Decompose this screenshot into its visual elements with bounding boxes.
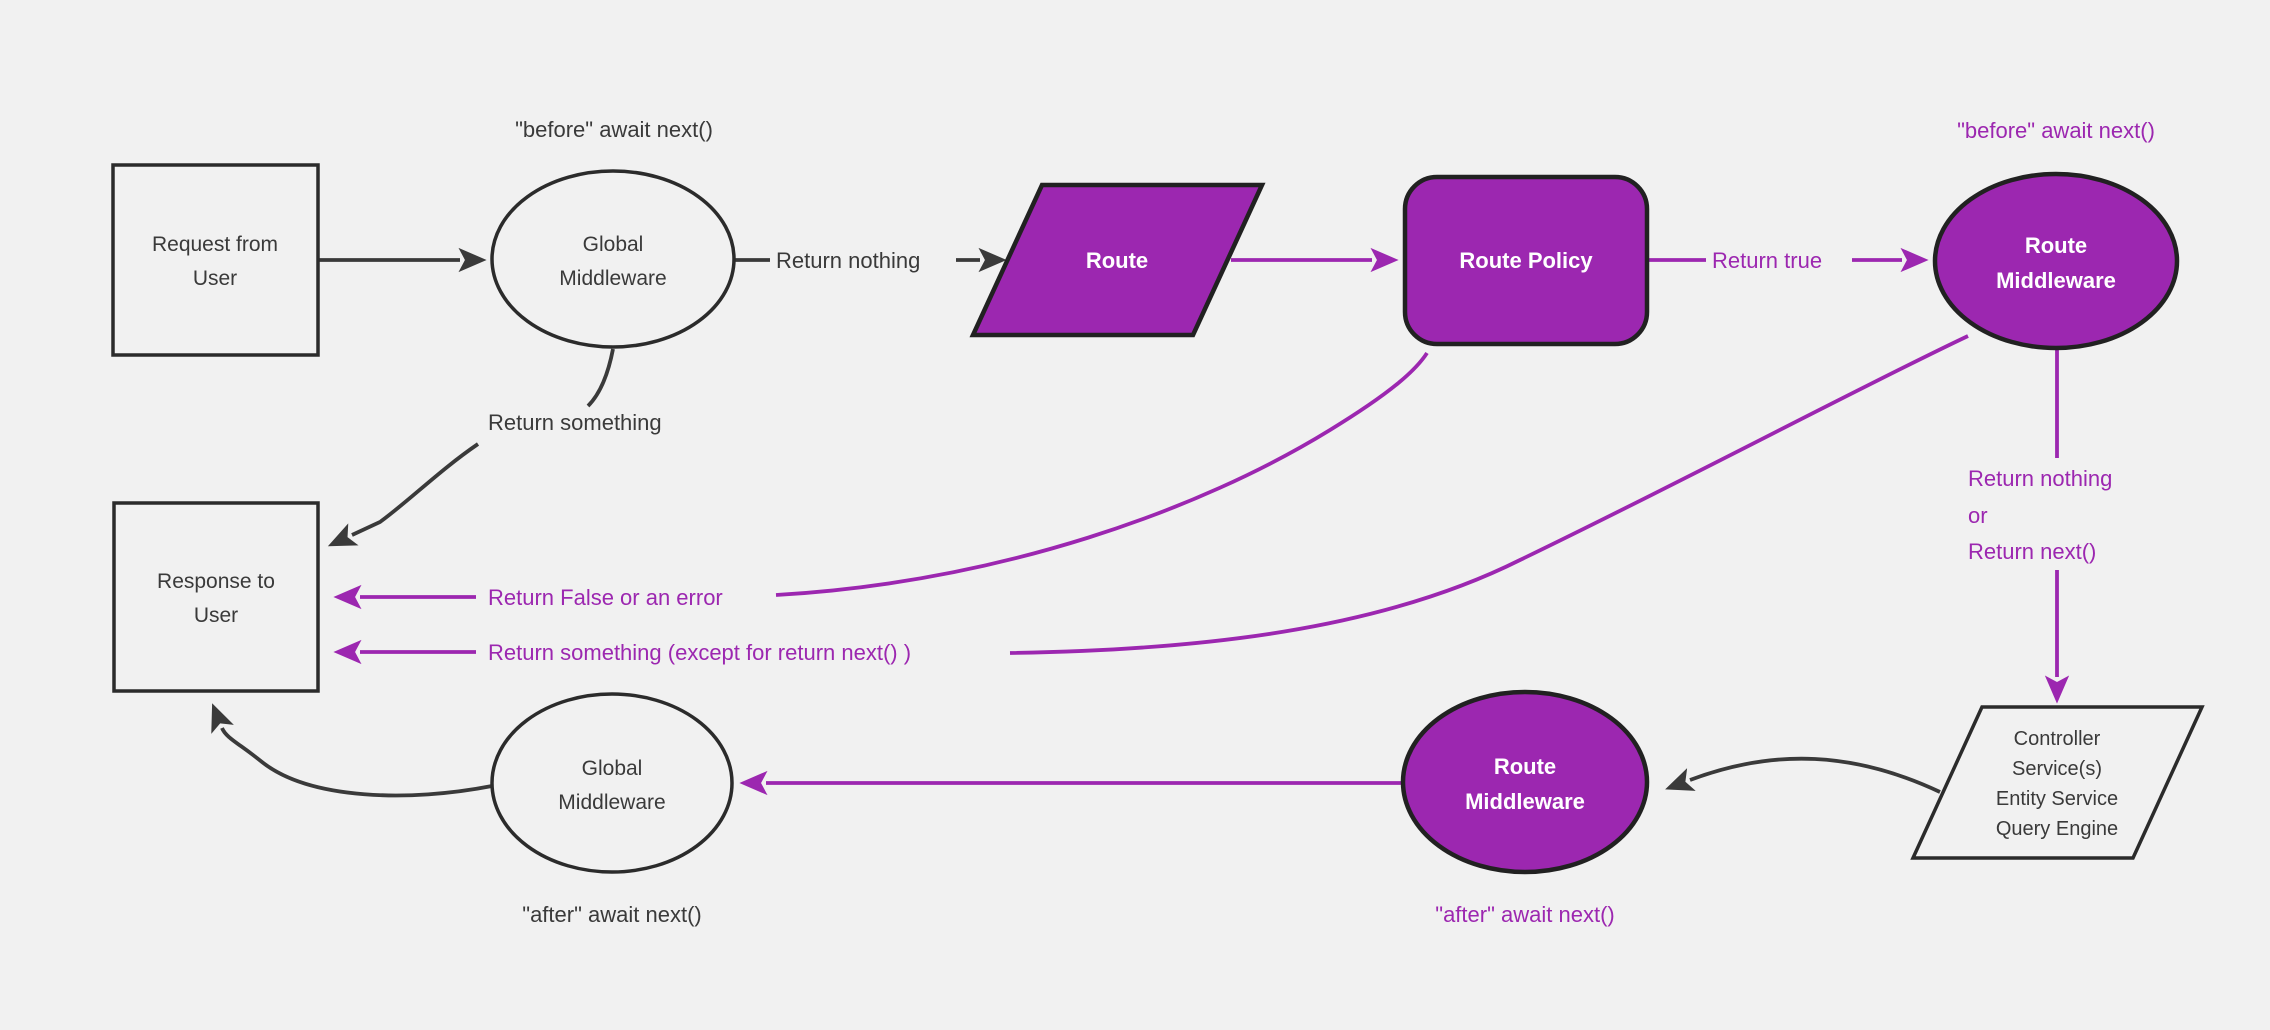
- return-nothing-or-label-line2: or: [1968, 503, 1988, 528]
- response-to-user-node: Response to User: [112, 501, 320, 693]
- route-middleware-top-node: Route Middleware: [1932, 171, 2180, 351]
- route-label: Route: [1086, 248, 1148, 273]
- controller-label-line3: Entity Service: [1996, 788, 2118, 810]
- global-middleware-bottom-label-line2: Middleware: [558, 791, 665, 814]
- before-await-right-label: "before" await next(): [1957, 118, 2155, 143]
- return-something-top-label: Return something: [488, 410, 662, 435]
- global-middleware-top-label-line1: Global: [583, 233, 644, 256]
- request-from-user-label-line2: User: [193, 267, 237, 290]
- edge-route-middleware-to-controller: Return nothing or Return next(): [1968, 349, 2112, 704]
- route-policy-shape: [1402, 174, 1650, 347]
- route-middleware-top-label-line1: Route: [2025, 233, 2087, 258]
- return-true-label: Return true: [1712, 248, 1822, 273]
- route-middleware-bottom-node: Route Middleware: [1400, 689, 1650, 875]
- controller-shape: [1910, 705, 2205, 860]
- global-middleware-top-label-line2: Middleware: [559, 267, 666, 290]
- edge-policy-to-route-middleware: Return true: [1647, 247, 1929, 273]
- response-to-user-shape: [112, 501, 320, 693]
- global-middleware-bottom-shape: [490, 692, 734, 874]
- after-await-purple-label: "after" await next(): [1435, 902, 1614, 927]
- controller-label-line1: Controller: [2014, 728, 2101, 750]
- edge-global-to-route: Return nothing: [734, 247, 1007, 273]
- route-middleware-bottom-shape: [1400, 689, 1650, 875]
- return-something-except-label: Return something (except for return next…: [488, 640, 911, 665]
- route-node: Route: [969, 182, 1266, 338]
- global-middleware-bottom-label-line1: Global: [582, 757, 643, 780]
- return-nothing-or-label-line1: Return nothing: [1968, 466, 2112, 491]
- response-to-user-label-line1: Response to: [157, 570, 275, 593]
- edge-global-to-response-top: Return something: [327, 348, 662, 547]
- edge-route-middleware-to-response: Return something (except for return next…: [333, 334, 1969, 665]
- before-await-top-label: "before" await next(): [515, 117, 713, 142]
- return-nothing-or-label-line3: Return next(): [1968, 539, 2096, 564]
- request-from-user-label-line1: Request from: [152, 233, 278, 256]
- route-middleware-bottom-label-line1: Route: [1494, 754, 1556, 779]
- response-to-user-label-line2: User: [194, 604, 238, 627]
- route-shape: [969, 182, 1266, 338]
- return-nothing-top-label: Return nothing: [776, 248, 920, 273]
- edge-controller-to-route-middleware-bottom: [1665, 756, 1941, 794]
- global-middleware-top-node: Global Middleware: [490, 169, 736, 349]
- route-middleware-bottom-label-line2: Middleware: [1465, 789, 1585, 814]
- route-policy-label: Route Policy: [1459, 248, 1593, 273]
- edge-policy-to-response: Return False or an error: [333, 351, 1429, 610]
- return-false-label: Return False or an error: [488, 585, 723, 610]
- controller-label-line2: Service(s): [2012, 758, 2102, 780]
- edge-global-to-response-bottom: [211, 703, 493, 798]
- global-middleware-bottom-node: Global Middleware: [490, 692, 734, 874]
- controller-node: Controller Service(s) Entity Service Que…: [1910, 705, 2205, 860]
- route-policy-node: Route Policy: [1402, 174, 1650, 347]
- request-from-user-shape: [111, 163, 320, 357]
- controller-label-line4: Query Engine: [1996, 818, 2118, 840]
- request-from-user-node: Request from User: [111, 163, 320, 357]
- route-middleware-top-label-line2: Middleware: [1996, 268, 2116, 293]
- after-await-black-label: "after" await next(): [522, 902, 701, 927]
- global-middleware-top-shape: [490, 169, 736, 349]
- route-middleware-top-shape: [1932, 171, 2180, 351]
